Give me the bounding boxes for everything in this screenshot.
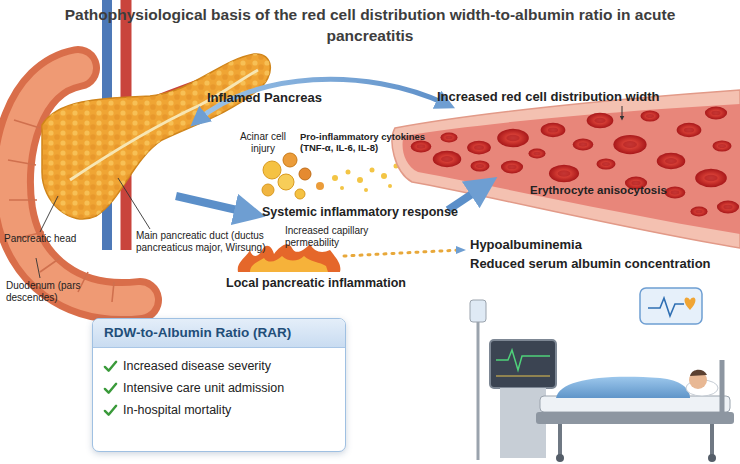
erythrocyte [613, 135, 646, 154]
annotation-label: Pancreatic head [4, 233, 76, 245]
bed-frame [536, 412, 734, 424]
box-heading: RDW-to-Albumin Ratio (RAR) [93, 319, 345, 348]
erythrocyte [467, 141, 491, 155]
erythrocyte [587, 113, 614, 128]
monitor-icon [640, 288, 702, 324]
summary-box: RDW-to-Albumin Ratio (RAR)Increased dise… [92, 318, 346, 452]
check-stroke [105, 362, 116, 371]
item-text: Intensive care unit admission [123, 381, 284, 395]
erythrocyte [641, 111, 660, 122]
patient-hair [690, 370, 707, 376]
erythrocyte [471, 161, 490, 172]
annotation-label: Increased red cell distribution width [437, 90, 660, 105]
erythrocyte [695, 169, 727, 187]
inflammation-flame [250, 256, 328, 272]
erythrocytes [411, 107, 739, 217]
erythrocyte [411, 141, 432, 153]
acinar-cell [299, 168, 311, 180]
annotation-label: Pro-inflammatory cytokines (TNF-α, IL-6,… [300, 132, 450, 154]
erythrocyte [501, 161, 523, 174]
bedside-monitor [490, 340, 556, 388]
erythrocyte [573, 139, 594, 151]
check-item: Intensive care unit admission [93, 378, 345, 399]
curved-arrow [198, 79, 446, 120]
arrow-head [456, 246, 466, 254]
leader-line [36, 258, 40, 278]
erythrocyte [549, 165, 579, 182]
acinar-cell [316, 182, 324, 190]
item-text: In-hospital mortality [123, 403, 231, 417]
annotation-label: Main pancreatic duct (ductus pancreaticu… [136, 230, 276, 253]
erythrocyte [433, 151, 462, 168]
annotation-label: Increased capillary permeability [285, 225, 385, 248]
mattress [540, 396, 730, 412]
erythrocyte [717, 201, 739, 214]
erythrocyte [665, 187, 686, 199]
check-stroke [105, 384, 116, 393]
erythrocyte [677, 123, 702, 137]
monitor-trace [496, 350, 550, 370]
patient-blanket [556, 377, 690, 398]
acinar-cell [263, 161, 281, 179]
bed-wheel [708, 454, 716, 462]
item-text: Increased disease severity [123, 359, 271, 373]
monitor-trace [496, 375, 550, 376]
bed-wheel [556, 454, 564, 462]
acinar-cell [262, 184, 274, 196]
annotation-label: Erythrocyte anisocytosis [530, 184, 667, 197]
dotted-arrow [344, 250, 460, 256]
annotation-label: Duodenum (pars descendes) [6, 280, 101, 303]
erythrocyte [690, 207, 707, 217]
diagram-title: Pathophysiological basis of the red cell… [40, 4, 700, 46]
check-item: Increased disease severity [93, 356, 345, 377]
blood-vessel [392, 90, 740, 248]
check-mark [103, 359, 118, 374]
pancreas-lobules [42, 54, 270, 219]
ecg-line [648, 298, 684, 316]
erythrocyte [440, 133, 457, 143]
check-list: Increased disease severityIntensive care… [93, 348, 345, 421]
check-item: In-hospital mortality [93, 400, 345, 421]
acinar-cell [283, 153, 297, 167]
erythrocyte [528, 149, 545, 159]
pancreas [42, 54, 270, 219]
annotation-label: Reduced serum albumin concentration [470, 257, 711, 272]
check-stroke [105, 406, 116, 415]
erythrocyte [705, 107, 727, 120]
acinar-cell [278, 174, 294, 190]
annotation-label: Hypoalbuminemia [470, 238, 582, 253]
erythrocyte [541, 123, 566, 137]
annotation-label: Inflamed Pancreas [207, 91, 322, 106]
erythrocyte [597, 159, 616, 170]
pointer-arrow [622, 106, 623, 118]
bed-legs [560, 424, 712, 456]
bed-headboard [720, 360, 725, 412]
iv-bag [470, 300, 486, 322]
acinar-cell [295, 189, 305, 199]
iv-pole [477, 300, 480, 460]
annotation-label: Local pancreatic inflammation [226, 276, 406, 290]
annotation-label: Acinar cell injury [232, 131, 294, 154]
flow-arrow [176, 196, 250, 213]
annotation-label: Systemic inflammatory response [262, 205, 458, 219]
leader-line [40, 196, 58, 232]
erythrocyte [497, 129, 529, 147]
check-mark [103, 381, 118, 396]
pancreatic-duct [70, 70, 258, 180]
check-mark [103, 403, 118, 418]
erythrocyte [713, 141, 732, 152]
leader-line [118, 178, 150, 229]
heart-icon [685, 298, 696, 310]
erythrocyte [657, 153, 686, 170]
